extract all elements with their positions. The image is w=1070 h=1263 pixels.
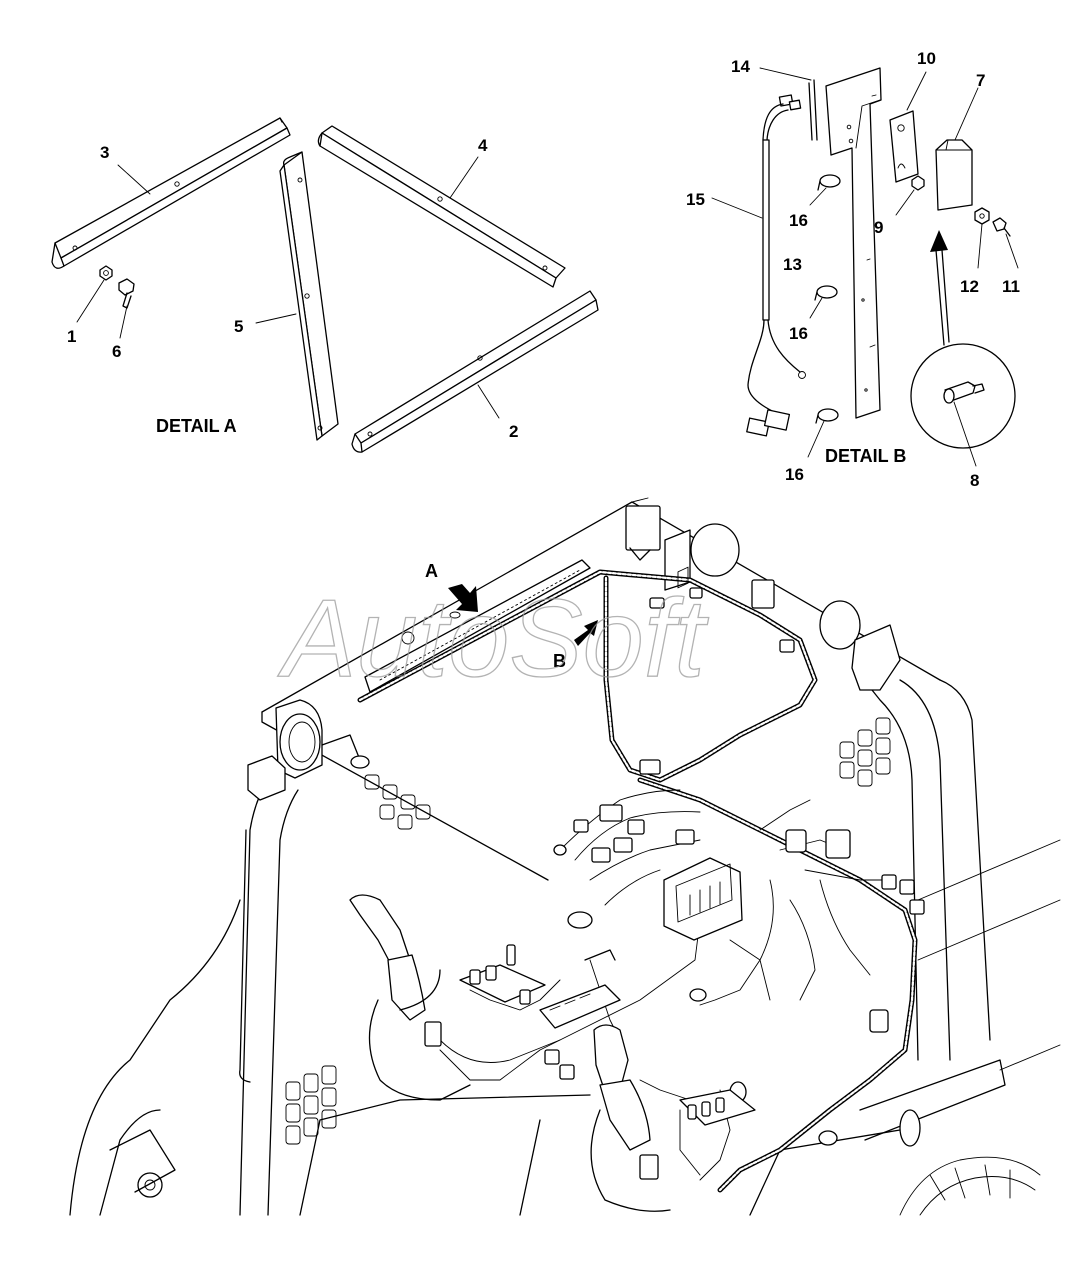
callout-15: 15 (686, 190, 705, 209)
callout-3: 3 (100, 143, 109, 162)
nut-part-1 (99, 265, 113, 281)
rail-part-4 (317, 125, 566, 288)
detail-a-label: DETAIL A (156, 416, 237, 436)
cab-overview (69, 497, 1061, 1216)
post-part-5 (279, 151, 339, 441)
rail-part-3 (51, 117, 291, 269)
nut-part-9 (895, 175, 925, 216)
callout-7: 7 (976, 71, 985, 90)
callout-16-mid: 16 (789, 324, 808, 343)
clip-part-16-b (809, 285, 838, 319)
callout-5: 5 (234, 317, 243, 336)
bolt-part-6 (118, 278, 135, 309)
rail-part-2 (351, 290, 599, 453)
callout-12: 12 (960, 277, 979, 296)
work-light-left (247, 699, 370, 801)
location-arrow-a (448, 584, 478, 612)
work-light-right-top (625, 505, 740, 591)
bulb-zoom-part-8 (910, 230, 1016, 467)
location-arrow-b (574, 620, 598, 646)
nut-part-12 (974, 207, 990, 269)
fuse-box (663, 566, 743, 941)
callout-16-bottom: 16 (785, 465, 804, 484)
callout-2: 2 (509, 422, 518, 441)
joystick-right (590, 1024, 756, 1212)
switch-panel (459, 944, 621, 1029)
clip-part-16-a (809, 174, 841, 206)
roof-vent-left (364, 774, 431, 830)
detail-a-group (51, 117, 599, 453)
callout-14: 14 (731, 57, 750, 76)
location-label-b: B (553, 651, 566, 671)
callout-11: 11 (1002, 277, 1020, 296)
plate-part-10 (889, 71, 927, 183)
light-part-7 (935, 87, 979, 211)
pillar-vent-right (839, 717, 891, 787)
strip-part-14 (759, 67, 818, 141)
roof-rail (364, 559, 591, 693)
callout-4: 4 (478, 136, 488, 155)
joystick-left (349, 894, 471, 1101)
callout-13: 13 (783, 255, 802, 274)
callout-16-top: 16 (789, 211, 808, 230)
callout-1: 1 (67, 327, 76, 346)
screw-part-11 (992, 217, 1019, 269)
work-light-right-front (751, 579, 901, 691)
detail-b-label: DETAIL B (825, 446, 906, 466)
clip-part-16-c (807, 408, 839, 458)
location-label-a: A (425, 561, 438, 581)
callout-6: 6 (112, 342, 121, 361)
panel-vent-left (285, 1065, 337, 1145)
harness-part-15 (711, 94, 806, 437)
bracket-part-13 (825, 67, 882, 419)
callout-10: 10 (917, 49, 936, 68)
watermark-logo: AutoSoft (277, 577, 709, 700)
connectors (424, 587, 925, 1180)
callout-8: 8 (970, 471, 979, 490)
callout-9: 9 (874, 218, 883, 237)
detail-b-group (711, 67, 1019, 467)
